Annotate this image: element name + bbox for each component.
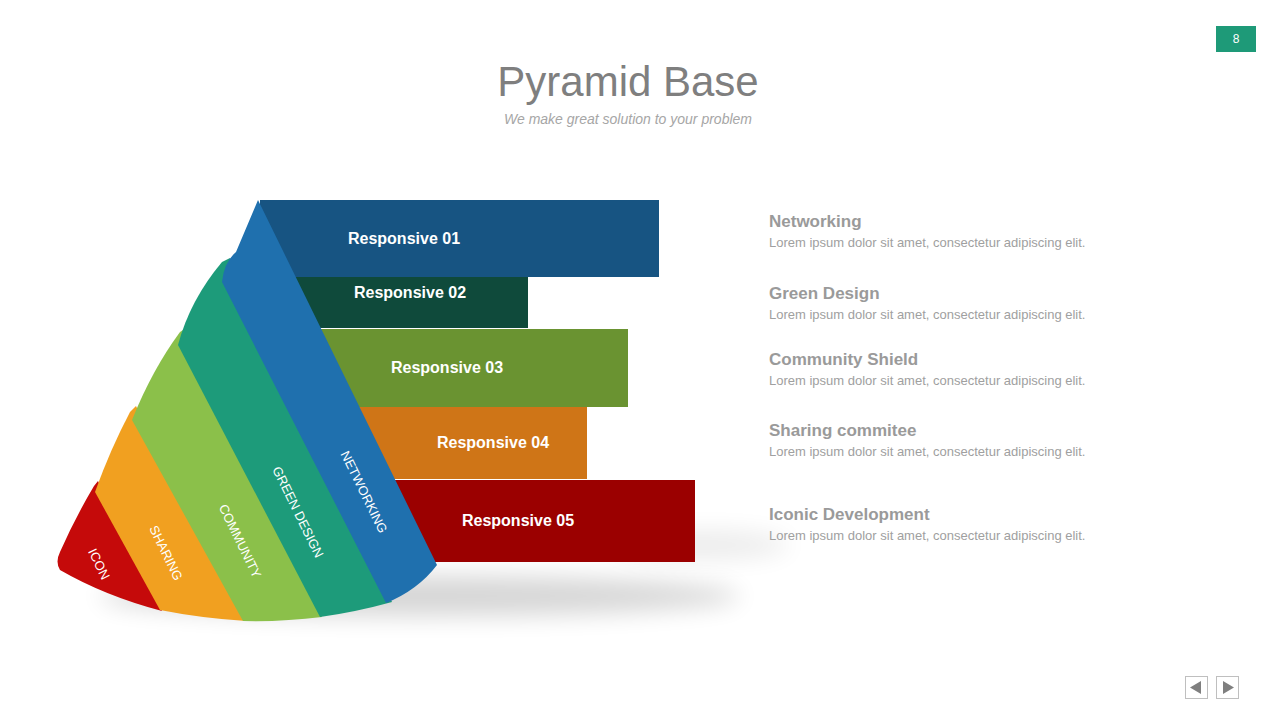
band-label: Responsive 03 xyxy=(391,359,503,377)
segment-label: COMMUNITY xyxy=(216,502,265,581)
item-heading: Sharing commitee xyxy=(769,421,916,441)
slide-title: Pyramid Base xyxy=(0,58,1256,106)
item-body: Lorem ipsum dolor sit amet, consectetur … xyxy=(769,528,1085,543)
segment-fill xyxy=(132,328,322,621)
item-body: Lorem ipsum dolor sit amet, consectetur … xyxy=(769,444,1085,459)
band-label: Responsive 01 xyxy=(348,230,460,248)
nav-prev xyxy=(1186,677,1208,699)
segment-label: ICON xyxy=(85,546,113,582)
band-box: Responsive 04 xyxy=(340,407,587,479)
cone-shadow xyxy=(100,576,740,616)
band-label: Responsive 02 xyxy=(354,284,466,302)
segment-label: GREEN DESIGN xyxy=(269,464,326,560)
band-box: Responsive 03 xyxy=(300,329,628,407)
slide-subtitle: We make great solution to your problem xyxy=(0,111,1256,127)
segment-fill xyxy=(178,258,392,617)
item-heading: Community Shield xyxy=(769,350,918,370)
page-number: 8 xyxy=(1216,26,1256,52)
item-heading: Green Design xyxy=(769,284,880,304)
item-body: Lorem ipsum dolor sit amet, consectetur … xyxy=(769,235,1085,250)
band-label: Responsive 05 xyxy=(462,512,574,530)
band-box: Responsive 05 xyxy=(380,480,695,562)
item-body: Lorem ipsum dolor sit amet, consectetur … xyxy=(769,307,1085,322)
nav-next xyxy=(1217,677,1239,699)
segment-label: SHARING xyxy=(146,523,185,583)
band-box: Responsive 01 xyxy=(260,200,659,277)
item-heading: Iconic Development xyxy=(769,505,930,525)
segment-fill xyxy=(222,200,437,603)
segment-fill xyxy=(58,481,163,611)
item-body: Lorem ipsum dolor sit amet, consectetur … xyxy=(769,373,1085,388)
item-heading: Networking xyxy=(769,212,862,232)
segment-fill xyxy=(95,406,246,621)
band-label: Responsive 04 xyxy=(437,434,549,452)
